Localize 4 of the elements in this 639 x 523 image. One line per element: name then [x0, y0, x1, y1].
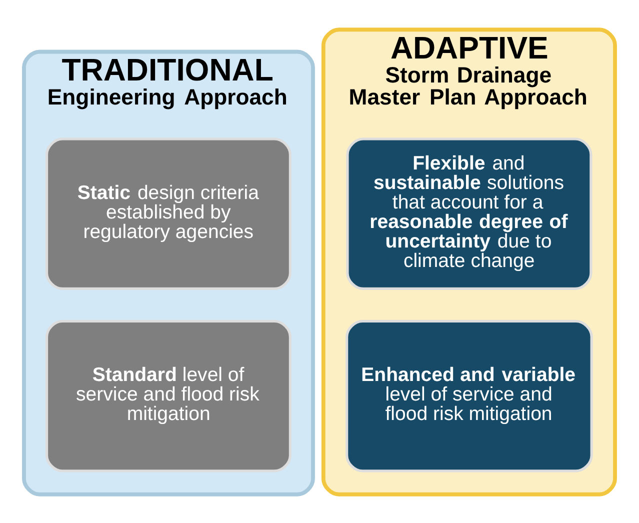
node-box: Static design criteria established by regulatory agencies	[45, 137, 292, 290]
node-box: Enhanced and variable level of service and flood risk mitigation	[346, 319, 593, 472]
node-box: Flexible and sustainable solutions that account for a reasonable degree of uncertainty due to climate change	[346, 137, 592, 290]
node-box: Standard level of service and flood risk mitigation	[45, 319, 292, 472]
